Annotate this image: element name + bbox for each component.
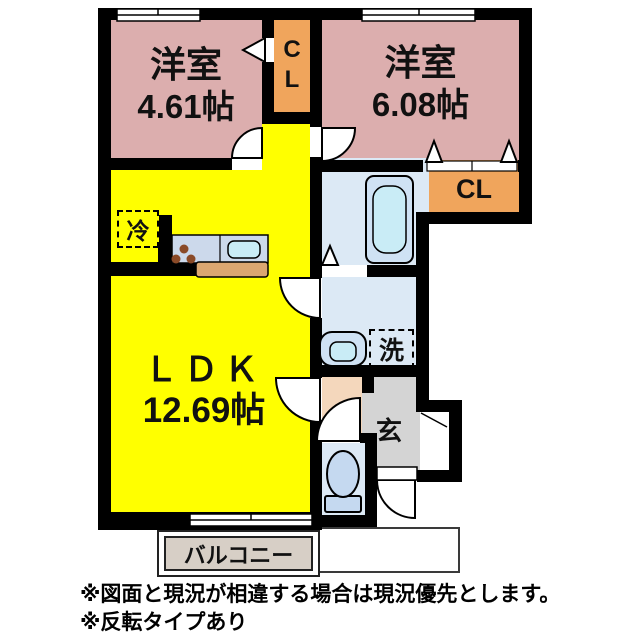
room-west1-label: 洋室 [149, 44, 222, 85]
wall-west2-bottom [310, 160, 423, 172]
door-gap-bathroom [322, 265, 367, 277]
stove-burner [171, 254, 181, 264]
entrance-porch [313, 527, 460, 573]
wall-left [98, 8, 111, 530]
kitchen-wall [158, 215, 172, 265]
wall-bottom-right [417, 470, 462, 482]
balcony: バルコニー [157, 530, 320, 577]
closet-right-label: CL [456, 174, 492, 204]
wall-toilet-bottom [310, 515, 377, 527]
refrigerator-label: 冷 [126, 218, 150, 244]
closet-top-door-marker [240, 36, 266, 64]
entrance-label: 玄 [375, 416, 402, 446]
washing-machine-space: 洗 [369, 329, 414, 369]
bathtub-inner [372, 185, 407, 254]
kitchen-sink [227, 240, 261, 259]
bathroom-door-marker [320, 243, 340, 266]
wall-spine [310, 420, 322, 527]
closet-right-opening [426, 160, 518, 172]
wall-stub [362, 373, 374, 393]
wall-toilet-right [365, 437, 377, 527]
balcony-inner: バルコニー [164, 536, 313, 571]
wall-closet-top-left [262, 62, 274, 118]
door-arc-west2 [321, 127, 357, 163]
ldk-size: 12.69帖 [142, 391, 266, 430]
kitchen-wall [111, 262, 197, 276]
room-west2-label: 洋室 [384, 42, 457, 83]
vanity-sink-bowl [329, 341, 357, 362]
door-arc-entrance [375, 479, 416, 520]
entrance-door-alcove [420, 412, 449, 470]
door-gap-west1 [232, 158, 262, 170]
stove-burner [179, 244, 189, 254]
door-gap-west2 [310, 127, 322, 157]
toilet-tank [324, 495, 362, 513]
closet-top-label: C L [283, 36, 301, 93]
stove-burner [186, 254, 196, 264]
window-west1 [116, 8, 201, 22]
toilet-bowl [326, 450, 360, 498]
wall-closet-right-bottom [416, 212, 532, 224]
ldk-label: ＬＤＫ [144, 351, 264, 389]
wall-closet-top-bottom [262, 112, 316, 124]
wall-west2-bottom [518, 160, 532, 172]
wall-spine [310, 318, 322, 378]
closet-right-door-marker [424, 138, 444, 163]
wall-bath-bottom [367, 265, 429, 277]
counter-edge [195, 261, 269, 278]
door-arc-hallway [274, 377, 321, 424]
entrance-door-gap [376, 466, 418, 481]
door-arc-west1 [230, 126, 263, 159]
window-west2 [361, 8, 476, 22]
wall-mid-right [416, 212, 429, 402]
note-line-2: ※反転タイプあり [80, 611, 248, 634]
door-arc-toilet [315, 396, 361, 442]
closet-right-door-marker [499, 138, 519, 163]
note-line-1: ※図面と現況が相違する場合は現況優先とします。 [80, 583, 561, 606]
washing-machine-label: 洗 [378, 337, 404, 365]
wall-closet-top-left [262, 8, 274, 38]
folding-door-markers [240, 36, 519, 266]
door-arc-washroom [278, 277, 321, 320]
wall-spine [310, 157, 322, 278]
room-west1-size: 4.61帖 [137, 88, 235, 125]
door-arcs [230, 126, 416, 520]
wall-spine [310, 8, 322, 127]
entrance-door-leaf [420, 412, 448, 428]
wall-right-lower [449, 400, 462, 482]
wall-west1-bottom [98, 158, 232, 170]
balcony-label: バルコニー [183, 542, 294, 568]
room-west2-size: 6.08帖 [371, 86, 470, 123]
refrigerator-space: 冷 [117, 210, 159, 248]
window-ldk [189, 513, 313, 527]
